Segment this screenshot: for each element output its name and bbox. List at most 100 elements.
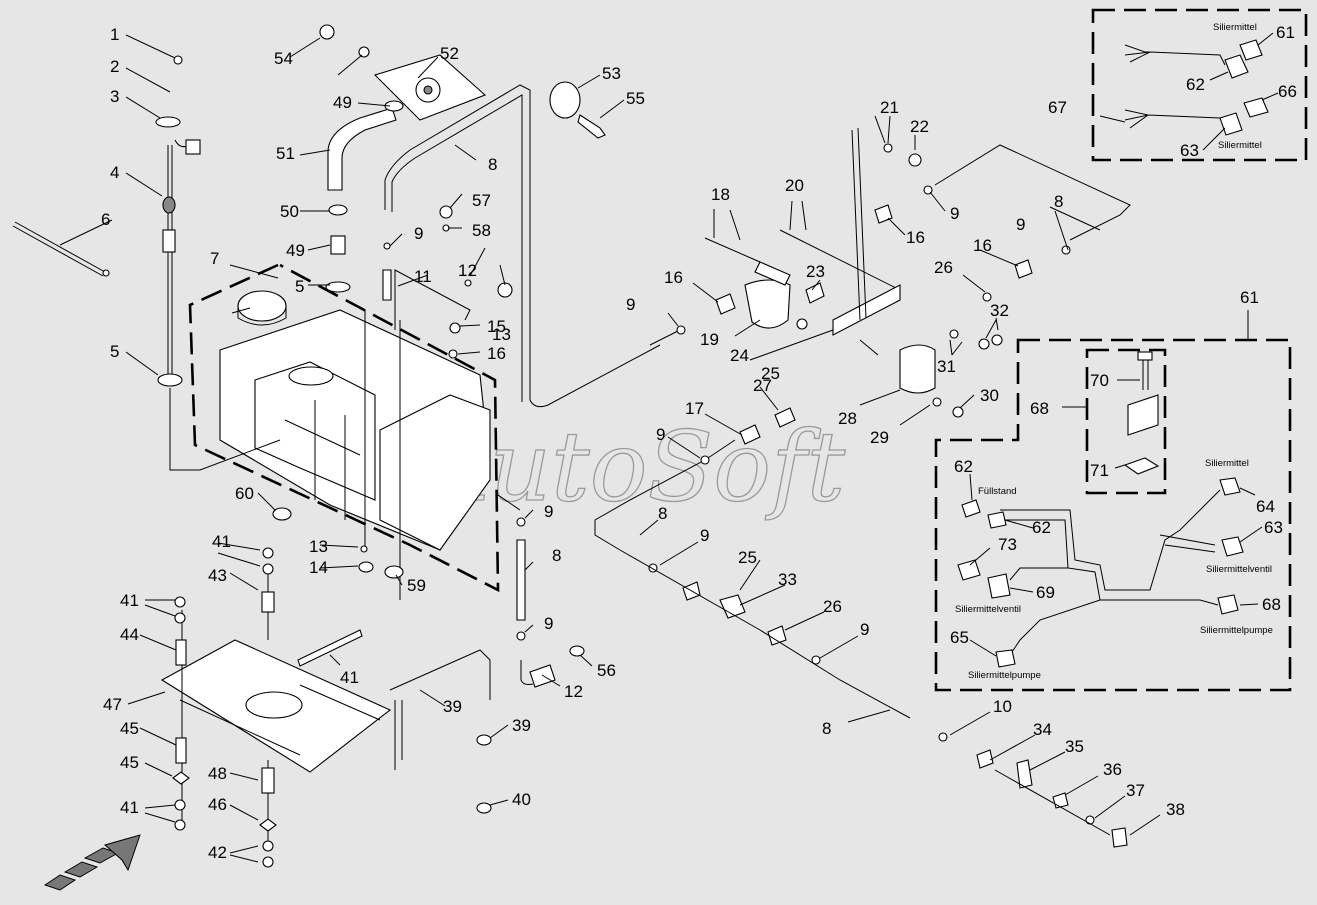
callout: 68 [1262,595,1281,614]
callout: 40 [512,790,531,809]
callout: 9 [700,526,709,545]
callout: 47 [103,695,122,714]
callout: 46 [208,795,227,814]
callout: 9 [544,502,553,521]
inset-label-siliermittelventil-right: Siliermittelventil [1206,564,1272,575]
frame-tank-group [188,263,500,593]
callout: 43 [208,566,227,585]
callout: 12 [564,682,583,701]
callout: 67 [1048,98,1067,117]
callout: 11 [414,267,432,286]
callout: 16 [487,344,506,363]
callout: 70 [1090,371,1109,390]
callout: 38 [1166,800,1185,819]
callout: 13 [492,325,511,344]
callout: 14 [309,558,328,577]
callout: 26 [823,597,842,616]
callout: 20 [785,176,804,195]
inset-label-fuellstand: Füllstand [978,486,1017,497]
callout: 22 [910,117,929,136]
hose-line-drawing [594,127,1131,848]
callout: 42 [208,843,227,862]
direction-arrow [43,834,141,891]
callout: 41 [120,591,139,610]
callout: 16 [906,228,925,247]
callout: 16 [973,236,992,255]
callout: 9 [656,425,665,444]
callout-numbers: 1 2 3 4 5 5 6 7 8 8 8 8 8 9 9 9 9 9 9 9 … [101,23,1297,862]
callout: 54 [274,49,293,68]
callout: 49 [333,93,352,112]
callout: 9 [414,224,423,243]
callout: 9 [950,204,959,223]
callout: 66 [1278,82,1297,101]
callout: 18 [711,185,730,204]
inset-top-drawing [1124,39,1269,136]
callout: 1 [110,25,119,44]
callout: 53 [602,64,621,83]
inset-label-siliermittel-top: Siliermittel [1213,22,1257,33]
callout: 28 [838,409,857,428]
suction-hose-drawing [364,84,661,600]
callout: 37 [1126,781,1145,800]
inset-right-drawing [957,351,1244,668]
callout: 2 [110,57,119,76]
inset-label-siliermittel-bottom: Siliermittel [1218,140,1262,151]
cable-tie-drawing [12,221,110,277]
frame-inset-right [934,338,1292,692]
callout: 33 [778,570,797,589]
callout: 12 [458,261,477,280]
callout: 13 [309,537,328,556]
callout: 9 [544,614,553,633]
frame-inset-68 [1085,348,1167,495]
callout: 9 [1016,215,1025,234]
callout: 5 [110,342,119,361]
callout: 58 [472,221,491,240]
callout: 39 [443,697,462,716]
callout: 62 [1186,75,1205,94]
callout: 3 [110,87,119,106]
callout: 17 [685,399,704,418]
callout: 9 [626,295,635,314]
inset-labels: Siliermittel Siliermittel Füllstand Sili… [955,22,1273,681]
callout: 36 [1103,760,1122,779]
callout: 59 [407,576,426,595]
frame-inset-top [1091,8,1308,162]
callout: 8 [822,719,831,738]
callout: 71 [1090,461,1109,480]
tank-drawing [219,290,491,551]
callout: 60 [235,484,254,503]
callout: 23 [806,262,825,281]
callout: 44 [120,625,139,644]
callout: 16 [664,268,683,287]
callout: 64 [1256,497,1275,516]
callout: 8 [658,504,667,523]
callout: 34 [1033,720,1052,739]
callout: 56 [597,661,616,680]
inset-label-siliermittelpumpe-left: Siliermittelpumpe [968,670,1041,681]
callout: 10 [993,697,1012,716]
callout: 26 [934,258,953,277]
callout: 9 [860,620,869,639]
callout: 35 [1065,737,1084,756]
tank-bracket-drawing [160,547,492,868]
callout: 69 [1036,583,1055,602]
callout: 65 [950,628,969,647]
callout: 25 [738,548,757,567]
callout: 48 [208,764,227,783]
callout: 5 [295,277,304,296]
callout: 8 [488,155,497,174]
callout: 30 [980,386,999,405]
callout: 49 [286,241,305,260]
callout: 62 [954,457,973,476]
callout: 68 [1030,399,1049,418]
callout: 8 [552,546,561,565]
filler-neck-drawing [319,24,606,293]
callout: 4 [110,163,119,182]
callout: 19 [700,330,719,349]
callout: 39 [512,716,531,735]
callout: 15 [487,317,506,336]
leader-lines [59,32,1279,863]
callout: 32 [990,301,1009,320]
